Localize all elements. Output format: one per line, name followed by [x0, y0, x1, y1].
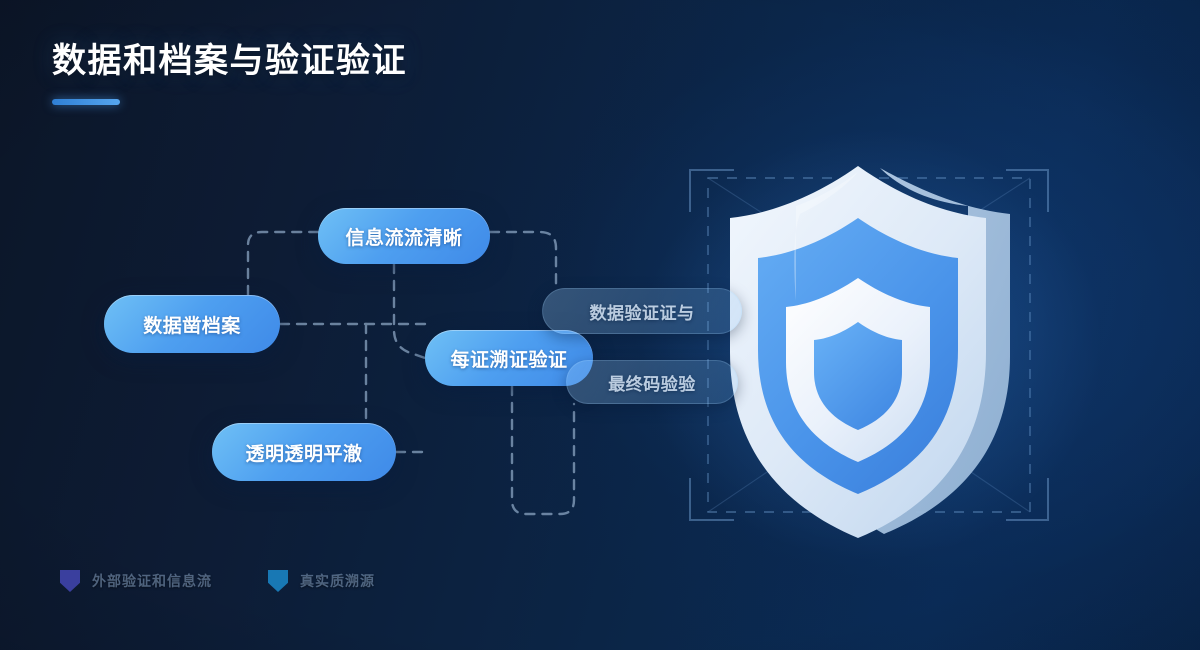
corner-bracket-bl [689, 478, 734, 521]
mindmap-node-information-flow[interactable]: 信息流流清晰 [318, 208, 490, 264]
mindmap-node-label: 数据凿档案 [143, 315, 241, 337]
mindmap-node-transparency[interactable]: 透明透明平澈 [212, 423, 396, 481]
mindmap-node-label: 透明透明平澈 [245, 443, 363, 465]
legend-label: 外部验证和信息流 [92, 573, 212, 589]
legend-item[interactable]: 真实质溯源 [268, 570, 375, 592]
mindmap-node-verification[interactable]: 每证溯证验证 [425, 330, 593, 386]
shield-core [814, 322, 902, 430]
corner-bracket-tr [1006, 169, 1049, 212]
mindmap-node-label: 最终码验验 [608, 374, 696, 394]
edge-data-to-flow [246, 230, 320, 297]
mindmap-node-data[interactable]: 数据凿档案 [104, 295, 280, 353]
corner-bracket-tl [689, 169, 734, 212]
mindmap-node-final-verification[interactable]: 最终码验验 [566, 360, 738, 404]
legend: 外部验证和信息流 真实质溯源 [60, 570, 375, 592]
title-block: 数据和档案与验证验证 [52, 40, 407, 105]
corner-bracket-br [1006, 478, 1049, 521]
mindmap-node-label: 每证溯证验证 [450, 349, 568, 371]
title-accent-rule [52, 98, 120, 105]
edge-flow-to-ghost1 [488, 230, 558, 290]
page-title: 数据和档案与验证验证 [52, 42, 407, 80]
mindmap-node-data-verification[interactable]: 数据验证证与 [542, 288, 742, 334]
legend-item[interactable]: 外部验证和信息流 [60, 570, 212, 592]
shield-swatch-icon [60, 570, 80, 592]
mindmap-node-label: 信息流流清晰 [345, 227, 463, 249]
edge-verify-loop [510, 384, 576, 516]
edge-flow-to-verify [392, 262, 427, 360]
mindmap-node-label: 数据验证证与 [589, 303, 695, 323]
legend-label: 真实质溯源 [300, 573, 375, 589]
shield-highlight [794, 172, 858, 300]
shield-swatch-icon [268, 570, 288, 592]
